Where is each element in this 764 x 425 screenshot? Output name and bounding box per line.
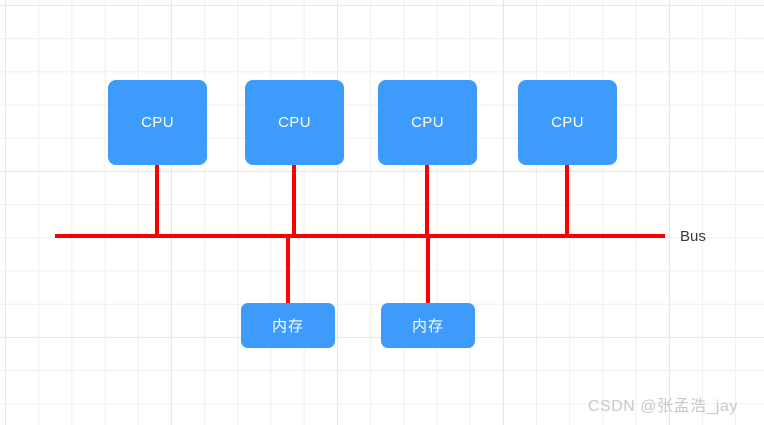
node-cpu-1[interactable]: CPU — [108, 80, 207, 165]
connector-cpu-2-to-bus — [292, 164, 296, 236]
connector-bus-to-memory-2 — [426, 236, 430, 305]
connector-cpu-4-to-bus — [565, 164, 569, 236]
node-cpu-2[interactable]: CPU — [245, 80, 344, 165]
bus-line — [55, 234, 665, 238]
node-memory-2[interactable]: 内存 — [381, 303, 475, 348]
node-cpu-4[interactable]: CPU — [518, 80, 617, 165]
bus-label: Bus — [680, 228, 706, 245]
watermark-text: CSDN @张孟浩_jay — [588, 398, 738, 415]
connector-cpu-1-to-bus — [155, 164, 159, 236]
connector-cpu-3-to-bus — [425, 164, 429, 236]
connector-bus-to-memory-1 — [286, 236, 290, 305]
node-memory-1[interactable]: 内存 — [241, 303, 335, 348]
node-cpu-3[interactable]: CPU — [378, 80, 477, 165]
